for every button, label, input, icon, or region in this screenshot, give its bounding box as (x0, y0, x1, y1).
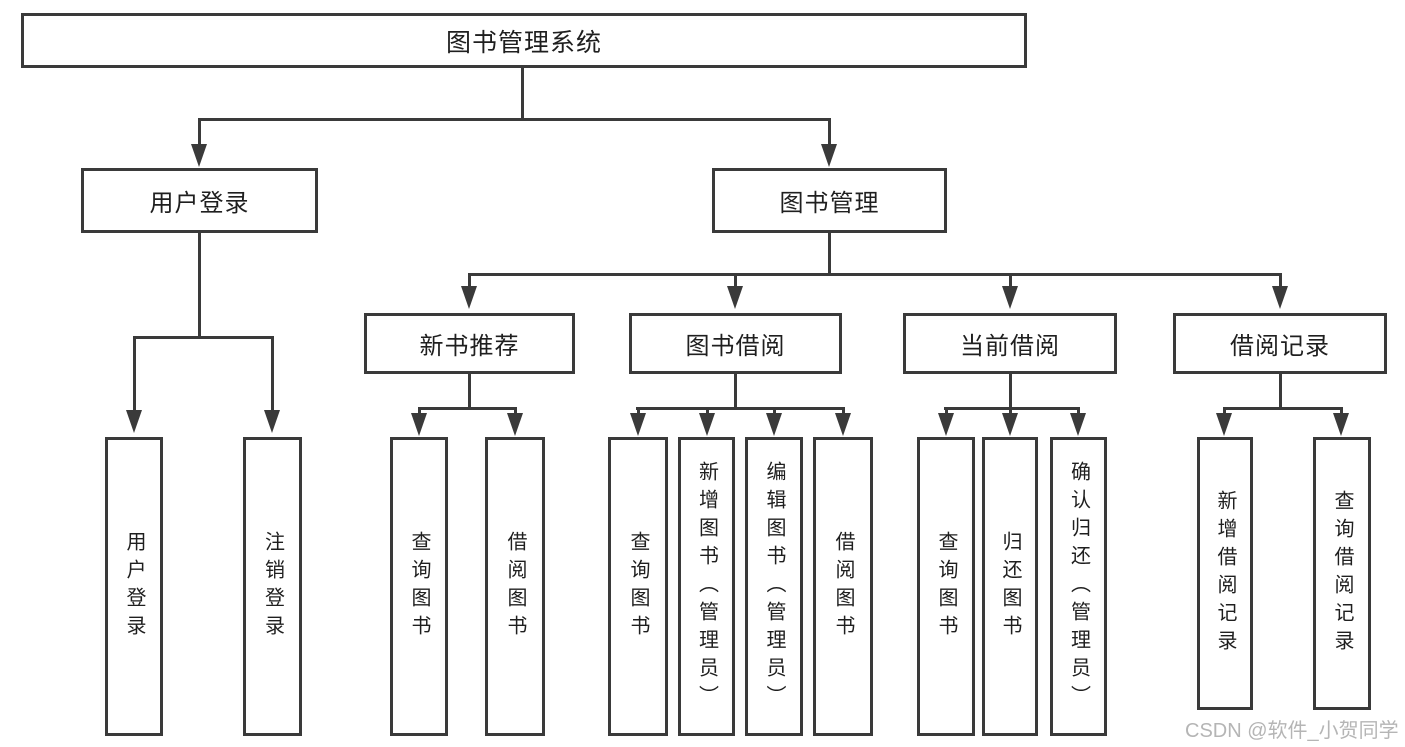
edge-to-leaf-logout (271, 336, 274, 412)
arrowhead-borrow-4 (835, 413, 851, 436)
edge-to-leaf-user-login (133, 336, 136, 412)
arrowhead-borrow-1 (630, 413, 646, 436)
node-new-book-recommend-label: 新书推荐 (419, 333, 520, 360)
arrowhead-book-management (821, 144, 837, 167)
arrowhead-leaf-user-login (126, 410, 142, 433)
leaf-recommend-query-books-label: 查询图书 (408, 530, 430, 643)
leaf-current-query-books: 查询图书 (917, 437, 975, 736)
node-borrow-records-label: 借阅记录 (1230, 333, 1330, 360)
arrowhead-records-1 (1216, 413, 1232, 436)
node-user-login: 用户登录 (81, 168, 318, 233)
arrowhead-borrow-2 (699, 413, 715, 436)
arrowhead-borrow-3 (766, 413, 782, 436)
leaf-add-borrow-record-label: 新增借阅记录 (1214, 489, 1236, 658)
leaf-recommend-query-books: 查询图书 (390, 437, 448, 736)
leaf-user-login-label: 用户登录 (123, 530, 145, 643)
connector-records-rail (1223, 407, 1342, 410)
connector-recommend-drop (468, 374, 471, 407)
edge-to-current-borrow (1009, 273, 1012, 288)
connector-borrow-drop (734, 374, 737, 407)
arrowhead-recommend-2 (507, 413, 523, 436)
connector-current-drop (1009, 374, 1012, 407)
connector-borrow-rail (636, 407, 844, 410)
arrowhead-current-3 (1070, 413, 1086, 436)
leaf-recommend-borrow-books-label: 借阅图书 (504, 530, 526, 643)
leaf-borrow-books-label: 借阅图书 (832, 530, 854, 643)
edge-records-1 (1223, 407, 1226, 415)
node-current-borrow: 当前借阅 (903, 313, 1117, 374)
node-borrow-records: 借阅记录 (1173, 313, 1387, 374)
edge-to-book-borrow (734, 273, 737, 288)
edge-to-user-login (198, 118, 201, 146)
arrowhead-borrow-records (1272, 286, 1288, 309)
edge-borrow-1 (637, 407, 640, 415)
arrowhead-user-login (191, 144, 207, 167)
leaf-logout-label: 注销登录 (261, 530, 284, 643)
node-book-management-label: 图书管理 (779, 190, 880, 217)
root-node-label: 图书管理系统 (445, 28, 602, 57)
leaf-logout: 注销登录 (243, 437, 302, 736)
node-book-borrow-label: 图书借阅 (685, 333, 786, 360)
node-user-login-label: 用户登录 (149, 190, 250, 217)
edge-borrow-3 (773, 407, 776, 415)
connector-root-drop (521, 68, 524, 118)
leaf-edit-books-admin-label: 编辑图书（管理员） (763, 460, 785, 713)
edge-records-2 (1340, 407, 1343, 415)
leaf-edit-books-admin: 编辑图书（管理员） (745, 437, 803, 736)
arrowhead-leaf-logout (264, 410, 280, 433)
arrowhead-book-borrow (727, 286, 743, 309)
connector-user-login-drop (198, 233, 201, 336)
leaf-borrow-query-books-label: 查询图书 (627, 530, 649, 643)
arrowhead-new-book-recommend (461, 286, 477, 309)
edge-to-borrow-records (1279, 273, 1282, 288)
leaf-query-borrow-record: 查询借阅记录 (1313, 437, 1371, 710)
leaf-add-borrow-record: 新增借阅记录 (1197, 437, 1253, 710)
leaf-query-borrow-record-label: 查询借阅记录 (1331, 489, 1353, 658)
csdn-watermark: CSDN @软件_小贺同学 (1185, 720, 1399, 742)
edge-current-2 (1009, 407, 1012, 415)
edge-borrow-4 (842, 407, 845, 415)
connector-level2-rail (198, 118, 830, 121)
arrowhead-current-1 (938, 413, 954, 436)
root-node-library-system: 图书管理系统 (21, 13, 1027, 68)
node-book-management: 图书管理 (712, 168, 947, 233)
arrowhead-recommend-1 (411, 413, 427, 436)
edge-current-1 (945, 407, 948, 415)
edge-current-3 (1077, 407, 1080, 415)
leaf-borrow-books: 借阅图书 (813, 437, 873, 736)
edge-to-new-book-recommend (468, 273, 471, 288)
leaf-return-books-label: 归还图书 (999, 530, 1021, 643)
leaf-return-books: 归还图书 (982, 437, 1038, 736)
leaf-current-query-books-label: 查询图书 (935, 530, 957, 643)
leaf-recommend-borrow-books: 借阅图书 (485, 437, 545, 736)
leaf-borrow-query-books: 查询图书 (608, 437, 668, 736)
connector-recommend-rail (418, 407, 516, 410)
connector-records-drop (1279, 374, 1282, 407)
leaf-confirm-return-admin: 确认归还（管理员） (1050, 437, 1107, 736)
leaf-confirm-return-admin-label: 确认归还（管理员） (1067, 460, 1090, 713)
arrowhead-records-2 (1333, 413, 1349, 436)
edge-recommend-1 (418, 407, 421, 415)
arrowhead-current-2 (1002, 413, 1018, 436)
edge-recommend-2 (514, 407, 517, 415)
edge-to-book-management (828, 118, 831, 146)
leaf-add-books-admin: 新增图书（管理员） (678, 437, 735, 736)
edge-borrow-2 (706, 407, 709, 415)
node-book-borrow: 图书借阅 (629, 313, 842, 374)
connector-level3-rail (468, 273, 1281, 276)
connector-book-management-drop (828, 233, 831, 273)
connector-user-login-rail (133, 336, 273, 339)
leaf-user-login: 用户登录 (105, 437, 163, 736)
leaf-add-books-admin-label: 新增图书（管理员） (695, 460, 718, 713)
node-new-book-recommend: 新书推荐 (364, 313, 575, 374)
arrowhead-current-borrow (1002, 286, 1018, 309)
node-current-borrow-label: 当前借阅 (960, 333, 1060, 360)
